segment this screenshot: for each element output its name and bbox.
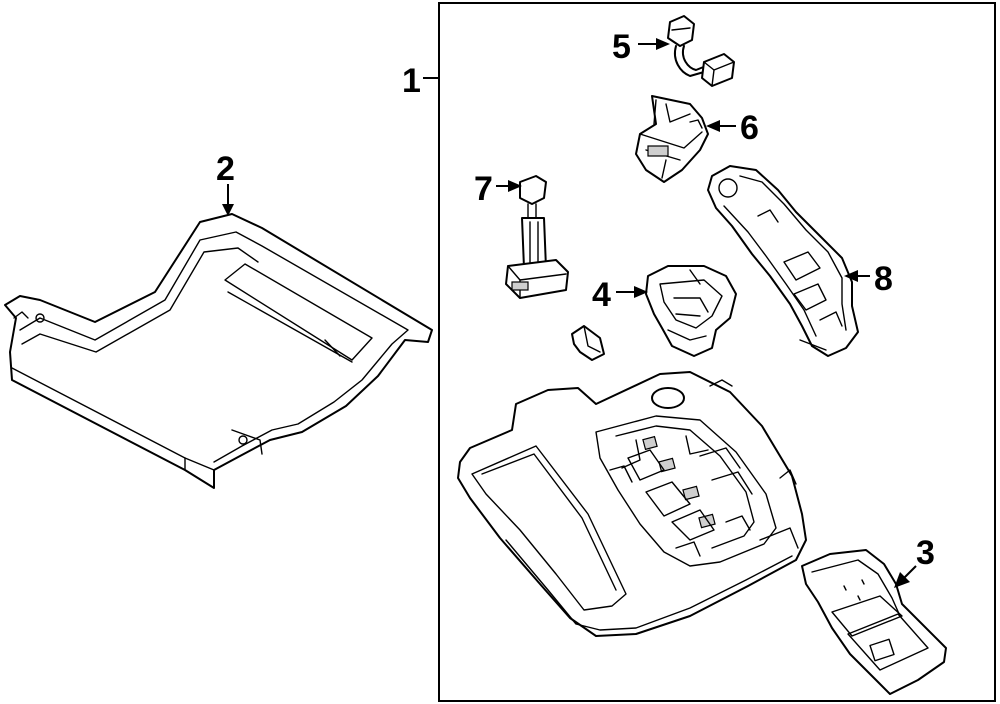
callout-7: 7 [474,170,493,208]
callout-4: 4 [592,276,611,314]
assembly-box [438,2,996,702]
part-7-bulb-socket[interactable] [505,175,569,299]
callout-1: 1 [402,62,421,100]
part-8-rail-bracket[interactable] [707,165,859,357]
part-1-console-housing[interactable] [457,371,807,637]
callout-6: 6 [740,109,759,147]
part-4-lamp-housing[interactable] [645,265,737,357]
callout-2: 2 [216,150,235,188]
callout-labels: 1 2 3 4 5 6 7 8 [216,28,935,572]
part-3-lens-cover[interactable] [801,549,947,695]
callout-3: 3 [916,534,935,572]
leader-lines [222,38,917,588]
part-6-lamp-bracket[interactable] [635,95,709,183]
callout-5: 5 [612,28,631,66]
clip[interactable] [571,325,605,361]
part-2-tray-bracket[interactable] [4,213,433,489]
callout-8: 8 [874,260,893,298]
part-5-wire-harness[interactable] [667,15,735,87]
